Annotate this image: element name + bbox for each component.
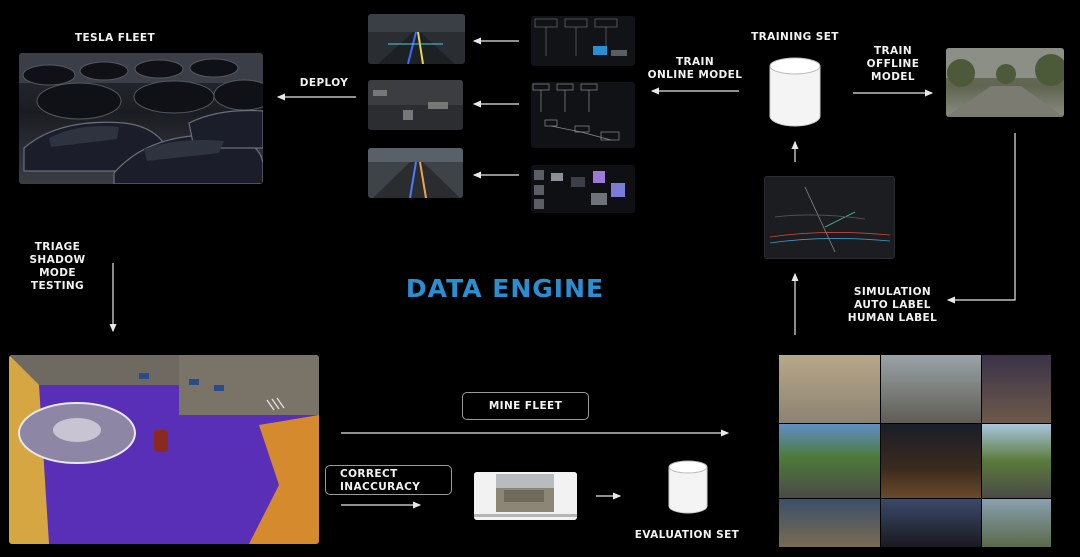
road-view-1 bbox=[368, 14, 465, 64]
tesla-fleet-label: TESLA FLEET bbox=[74, 32, 156, 44]
point-cloud-image bbox=[764, 176, 895, 259]
mine-fleet-label: MINE FLEET bbox=[462, 392, 589, 420]
tesla-fleet-image bbox=[19, 53, 263, 184]
training-set-db-icon bbox=[769, 57, 821, 127]
inaccuracy-screenshot bbox=[474, 472, 577, 520]
evaluation-set-db-icon bbox=[668, 460, 708, 514]
evaluation-set-label: EVALUATION SET bbox=[634, 529, 740, 541]
mined-fleet-image-grid bbox=[779, 355, 1051, 547]
arrow-offline-to-sim bbox=[946, 133, 1016, 304]
road-view-2 bbox=[368, 80, 463, 130]
deploy-label: DEPLOY bbox=[299, 77, 349, 89]
diagram-title: DATA ENGINE bbox=[405, 274, 605, 303]
offline-model-image bbox=[946, 48, 1064, 117]
network-diagram-2 bbox=[531, 82, 635, 148]
shadow-mode-scene-image bbox=[9, 355, 319, 544]
road-view-3 bbox=[368, 148, 463, 198]
training-set-label: TRAINING SET bbox=[751, 31, 839, 43]
network-diagram-1 bbox=[531, 16, 635, 66]
network-diagram-3 bbox=[531, 165, 635, 213]
